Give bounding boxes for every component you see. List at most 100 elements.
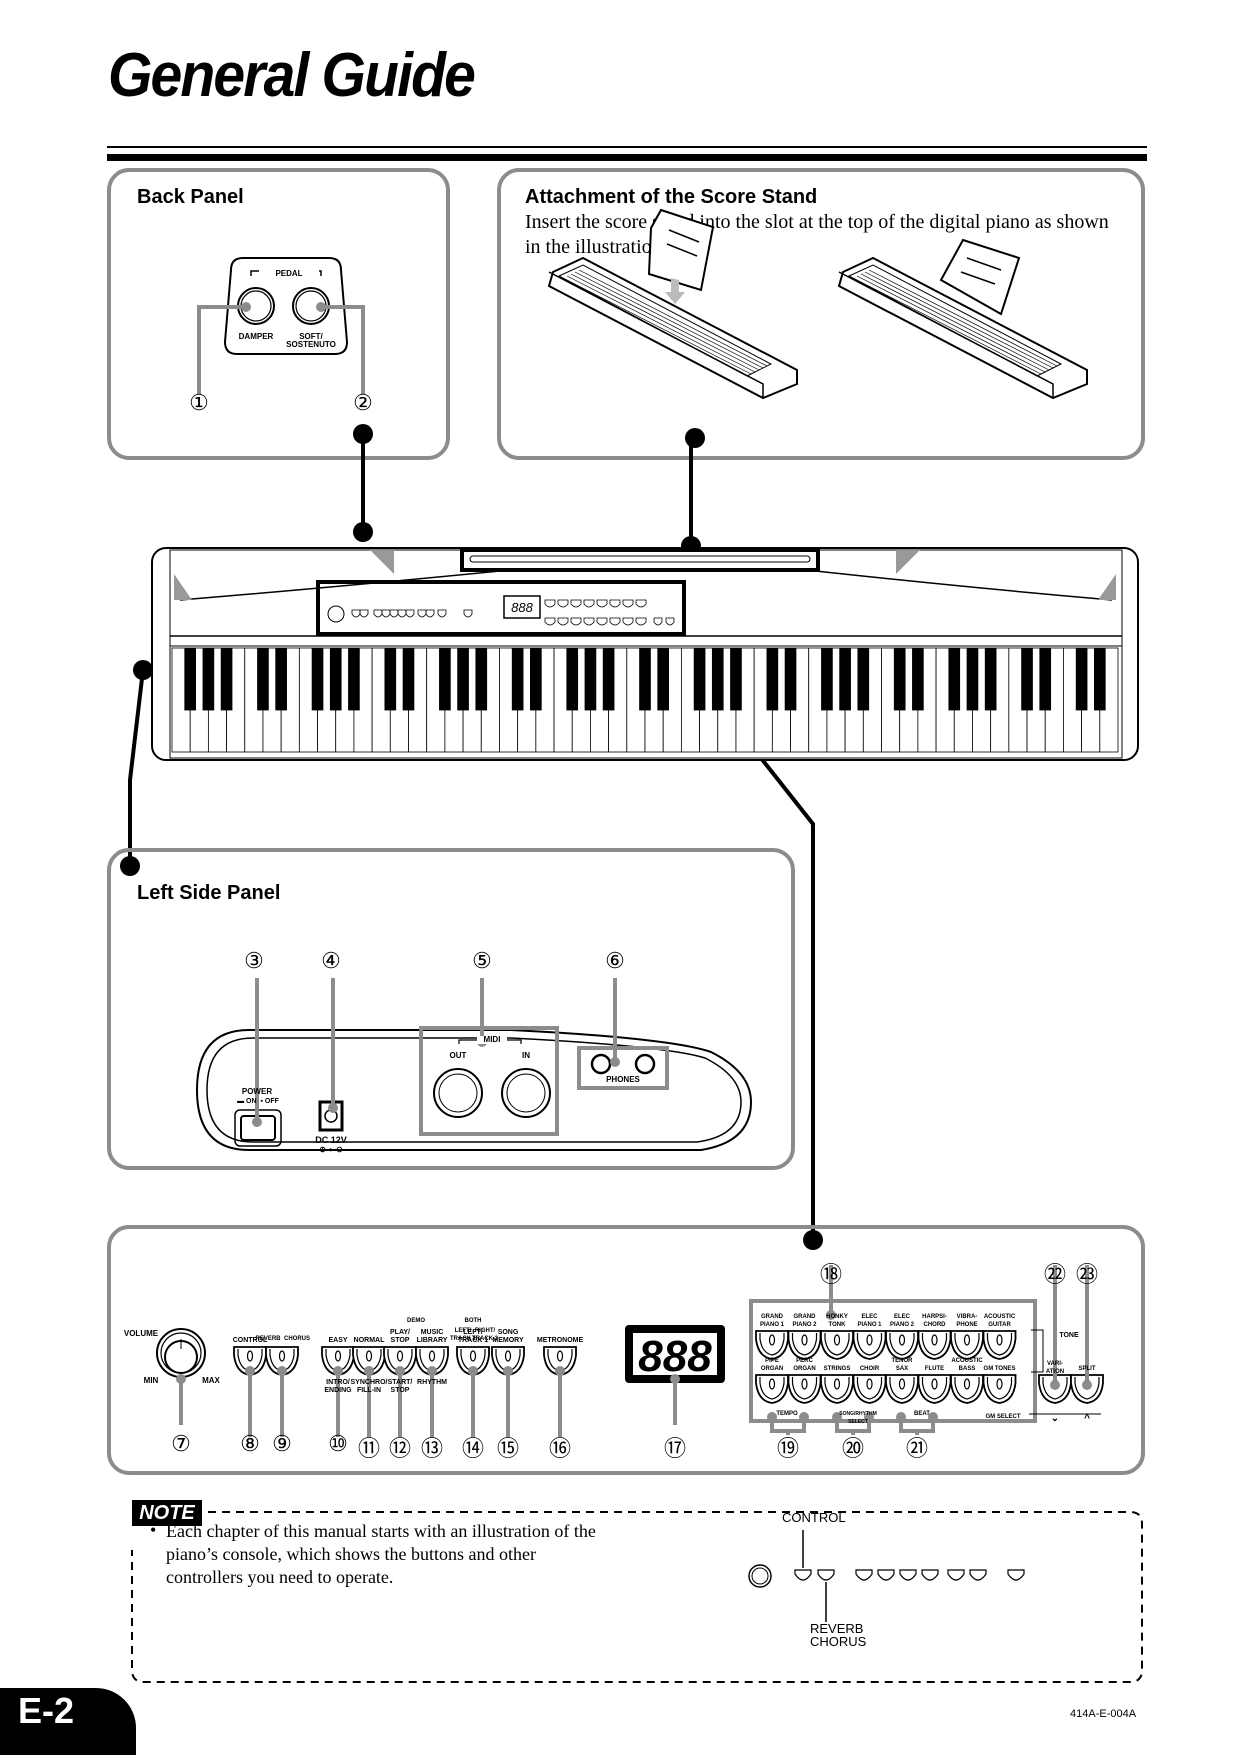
normal-label: NORMAL <box>353 1337 385 1344</box>
tone-button-2[interactable] <box>787 1330 822 1360</box>
tone-button-1[interactable] <box>755 1330 789 1360</box>
side-panel-outline <box>195 1029 753 1151</box>
tone-label-3: HONKY TONK <box>826 1314 848 1328</box>
black-key <box>584 648 597 711</box>
svg-text:888: 888 <box>638 1332 712 1381</box>
page-tab <box>0 1688 136 1755</box>
callout-17: ⑰ <box>663 1436 686 1461</box>
black-key <box>639 648 651 711</box>
mini-console-button <box>969 1569 987 1581</box>
tone-label-14: FLUTE <box>924 1366 945 1372</box>
callout-5: ⑤ <box>472 948 492 973</box>
reverb-led-label: REVERB <box>255 1336 281 1342</box>
callout-13: ⑬ <box>420 1436 443 1461</box>
tone-label-16: GM TONES <box>983 1366 1016 1372</box>
power-label: POWER <box>241 1087 273 1096</box>
tone-label-8: ACOUSTIC GUITAR <box>983 1314 1016 1328</box>
tone-button-5[interactable] <box>885 1330 919 1360</box>
tone-button-4[interactable] <box>852 1330 887 1360</box>
phones-label: PHONES <box>606 1075 640 1084</box>
phones-highlight <box>577 1046 669 1090</box>
tone-button-3[interactable] <box>820 1330 854 1360</box>
black-key <box>912 648 924 711</box>
tone-button-9[interactable] <box>755 1374 789 1404</box>
tone-buttons-highlight <box>749 1299 1037 1423</box>
insert-arrow-icon <box>665 278 685 304</box>
song-rhythm-select-label: SONG/RHYTHM SELECT <box>839 1411 877 1425</box>
mini-console-button <box>947 1569 965 1581</box>
speaker-grille-left <box>174 550 394 600</box>
callout-23: ㉓ <box>1075 1262 1098 1287</box>
callout-19: ⑲ <box>776 1436 799 1461</box>
mini-volume-knob <box>327 605 345 623</box>
callout-9: ⑨ <box>272 1431 292 1456</box>
tone-button-16[interactable] <box>982 1374 1017 1404</box>
tone-label-10: PERC ORGAN <box>793 1358 816 1372</box>
tone-button-12[interactable] <box>852 1374 887 1404</box>
play-stop-label: PLAY/ STOP <box>390 1329 410 1344</box>
back-panel-heading: Back Panel <box>137 186 244 208</box>
black-key <box>657 648 670 711</box>
black-key <box>384 648 397 711</box>
callout-16: ⑯ <box>548 1436 571 1461</box>
callout-line-2 <box>321 305 365 394</box>
split-label: SPLIT <box>1078 1366 1096 1372</box>
black-key <box>257 648 269 711</box>
black-key <box>839 648 851 711</box>
tone-button-15[interactable] <box>950 1374 984 1404</box>
document-code: 414A-E-004A <box>1070 1708 1137 1720</box>
black-key <box>220 648 233 711</box>
black-key <box>784 648 797 711</box>
callout-10: ⑩ <box>328 1431 348 1456</box>
midi-out-label: OUT <box>449 1051 467 1060</box>
tone-label-4: ELEC PIANO 1 <box>857 1314 882 1328</box>
tone-button-6[interactable] <box>917 1330 952 1360</box>
tone-label-5: ELEC PIANO 2 <box>889 1314 914 1328</box>
tone-button-10[interactable] <box>787 1374 822 1404</box>
score-stand-illustration <box>547 208 1088 448</box>
black-key <box>693 648 706 711</box>
black-key <box>275 648 287 711</box>
callout-22: ㉒ <box>1043 1262 1066 1287</box>
phones-jack-2 <box>634 1053 656 1075</box>
variation-down-arrow-icon: ⌄ <box>1050 1413 1060 1424</box>
black-key <box>402 648 415 711</box>
tone-button-8[interactable] <box>982 1330 1017 1360</box>
tone-button-13[interactable] <box>885 1374 919 1404</box>
black-key <box>184 648 197 711</box>
split-up-arrow-icon: ^ <box>1084 1413 1090 1424</box>
score-stand-slot <box>460 548 820 572</box>
tone-button-11[interactable] <box>820 1374 854 1404</box>
callout-21: ㉑ <box>905 1436 928 1461</box>
music-library-label: MUSIC LIBRARY <box>416 1329 448 1344</box>
back-panel-box: Back Panel PEDAL DAMPER SOFT/ SOSTENUTO … <box>107 168 450 460</box>
black-key <box>821 648 833 711</box>
phones-jack-1 <box>590 1053 612 1075</box>
callout-7: ⑦ <box>171 1431 191 1456</box>
power-states: ▬ ON ▪ OFF <box>237 1098 279 1105</box>
score-stand-heading: Attachment of the Score Stand <box>525 186 818 208</box>
black-key <box>530 648 542 711</box>
mini-console-button <box>817 1569 835 1581</box>
black-key <box>711 648 724 711</box>
title-rule-thick <box>107 154 1147 161</box>
black-key <box>511 648 524 711</box>
score-stand-box: Attachment of the Score Stand Insert the… <box>497 168 1145 460</box>
metronome-label: METRONOME <box>536 1337 584 1344</box>
callout-15: ⑮ <box>496 1436 519 1461</box>
midi-highlight <box>419 1026 559 1136</box>
tone-button-14[interactable] <box>917 1374 952 1404</box>
callout-1: ① <box>189 390 209 415</box>
console-highlight <box>316 580 686 636</box>
chorus-led-label: CHORUS <box>283 1336 310 1342</box>
metronome-button[interactable] <box>543 1346 577 1376</box>
callout-18: ⑱ <box>819 1262 842 1287</box>
black-key <box>439 648 451 711</box>
tone-button-7[interactable] <box>950 1330 984 1360</box>
callout-4: ④ <box>321 948 341 973</box>
callout-20: ⑳ <box>841 1436 864 1461</box>
easy-alt-label: INTRO/ ENDING <box>324 1379 352 1394</box>
mini-console: 888 <box>327 595 675 626</box>
console-diagram: 888 <box>156 1265 1104 1437</box>
